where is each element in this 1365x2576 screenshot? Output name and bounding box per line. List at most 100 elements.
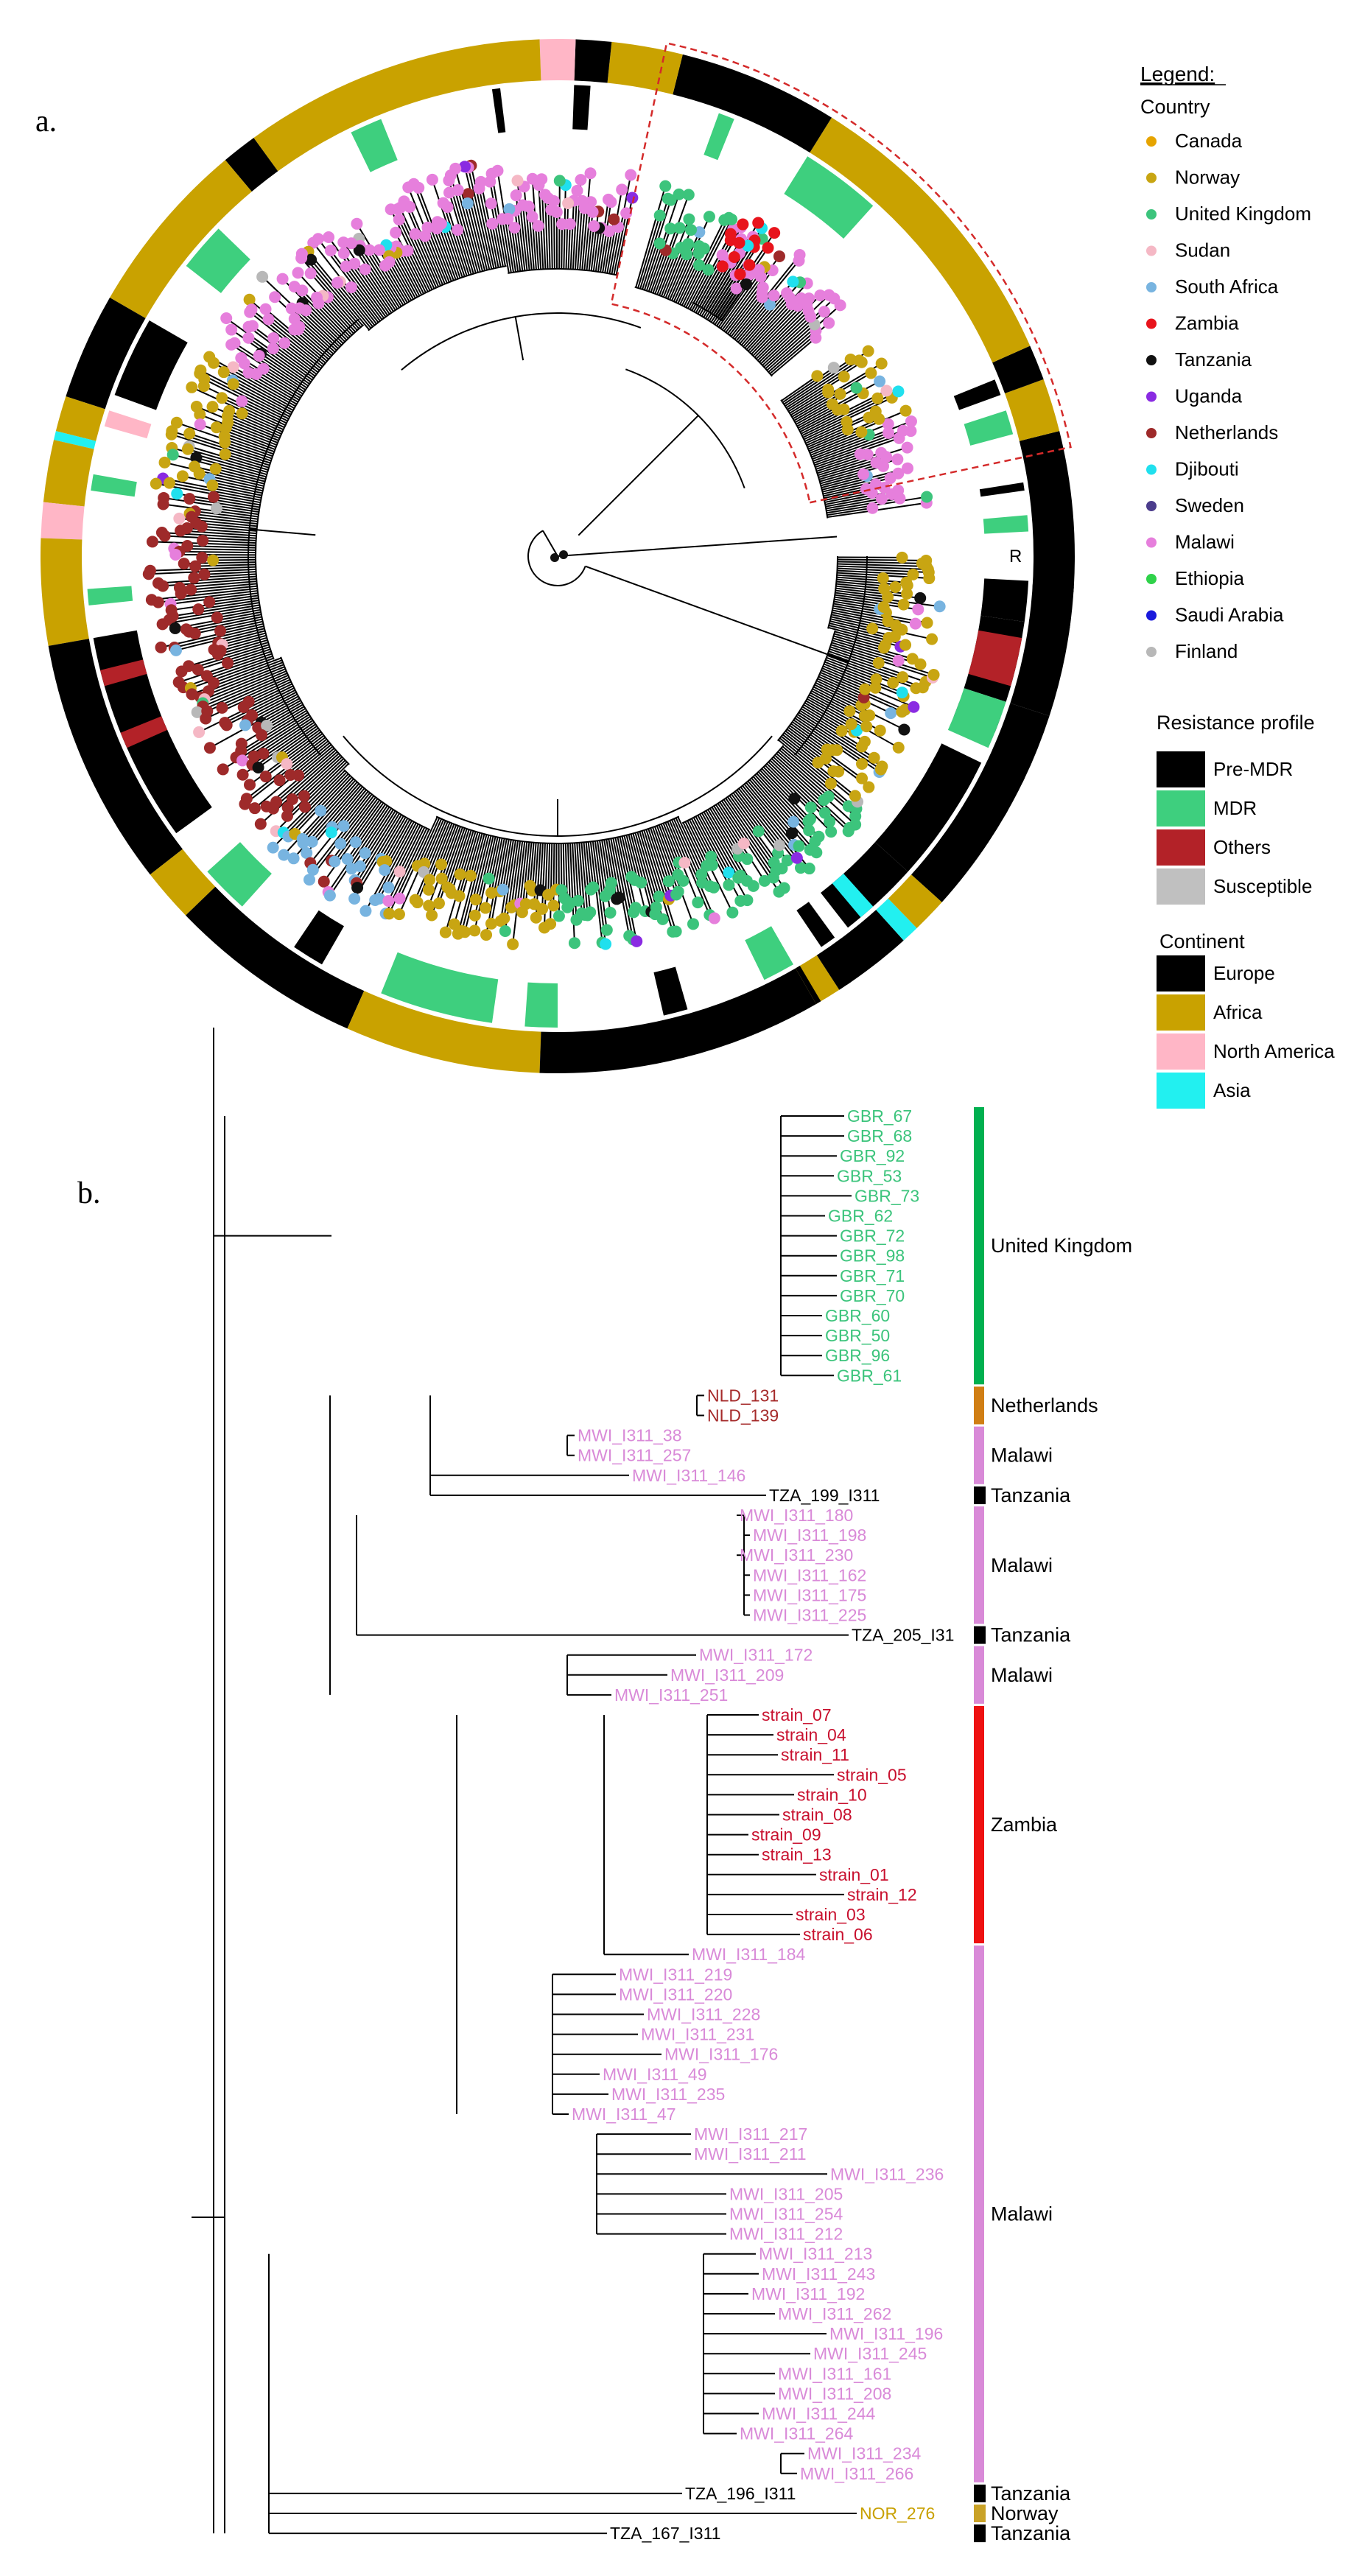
tip-point bbox=[616, 183, 628, 196]
tree-branch bbox=[683, 221, 728, 307]
tip-labels: GBR_67GBR_68GBR_92GBR_53GBR_73GBR_62GBR_… bbox=[572, 1106, 954, 2543]
tip-point bbox=[863, 709, 876, 722]
tip-point bbox=[871, 392, 884, 404]
clade-bar bbox=[974, 1646, 984, 1704]
tip-point bbox=[882, 418, 894, 430]
tip-point bbox=[825, 826, 838, 838]
tip-point bbox=[933, 600, 946, 613]
clade-label: Zambia bbox=[991, 1814, 1058, 1836]
tree-branch bbox=[192, 642, 269, 666]
tip-point bbox=[741, 853, 754, 866]
tree-branch bbox=[465, 835, 490, 928]
resistance-ring-mark bbox=[491, 88, 506, 133]
tip-point bbox=[920, 554, 933, 566]
tip-label: strain_12 bbox=[847, 1885, 917, 1904]
tree-branch bbox=[452, 829, 472, 889]
tree-branch bbox=[185, 585, 258, 594]
tree-branch bbox=[632, 833, 655, 910]
tip-point bbox=[225, 338, 238, 351]
tip-point bbox=[306, 835, 318, 848]
tree-branch bbox=[619, 836, 636, 904]
tip-point bbox=[340, 260, 352, 273]
tree-branch bbox=[401, 826, 424, 868]
tree-branch bbox=[721, 279, 759, 331]
continent-ring-segment bbox=[876, 898, 917, 941]
tip-point bbox=[315, 804, 327, 817]
tip-point bbox=[499, 925, 511, 938]
tip-point bbox=[912, 603, 924, 616]
tip-point bbox=[423, 899, 435, 912]
tip-point bbox=[831, 744, 843, 757]
tip-point bbox=[892, 467, 905, 480]
tip-point bbox=[907, 568, 919, 580]
tip-point bbox=[281, 758, 293, 771]
legend-continent-swatch bbox=[1157, 1073, 1205, 1109]
tip-label: MWI_I311_209 bbox=[670, 1666, 784, 1685]
tree-branch bbox=[832, 611, 892, 625]
tree-branch bbox=[190, 614, 262, 630]
tree-branch bbox=[588, 230, 594, 271]
tree-branch bbox=[635, 190, 665, 288]
resistance-ring-mark bbox=[207, 842, 272, 907]
tree-branch bbox=[603, 839, 611, 879]
tree-branch bbox=[212, 358, 296, 407]
tip-point bbox=[545, 203, 558, 216]
tree-arc bbox=[634, 286, 689, 310]
tip-point bbox=[219, 448, 231, 460]
tree-branch bbox=[730, 300, 760, 337]
tip-point bbox=[716, 249, 729, 262]
tree-branch bbox=[287, 345, 320, 371]
tip-point bbox=[795, 292, 807, 304]
tree-branch bbox=[738, 787, 799, 865]
tree-branch bbox=[169, 535, 256, 541]
tip-point bbox=[781, 854, 793, 867]
tip-point bbox=[788, 793, 801, 805]
tree-branch bbox=[818, 673, 899, 711]
continent-ring-segment bbox=[539, 968, 816, 1073]
tree-branch bbox=[491, 178, 510, 273]
tree-branch bbox=[499, 839, 510, 888]
tree-branch bbox=[460, 830, 474, 871]
tip-point bbox=[905, 415, 917, 427]
tip-label: strain_07 bbox=[762, 1705, 832, 1724]
tip-point bbox=[496, 883, 509, 896]
tip-point bbox=[858, 735, 871, 748]
tip-point bbox=[849, 790, 861, 802]
tree-branch bbox=[229, 455, 270, 468]
tip-point bbox=[685, 224, 698, 236]
tip-points bbox=[142, 159, 946, 950]
tip-label: MWI_I311_257 bbox=[578, 1446, 691, 1465]
legend-resistance-swatch bbox=[1157, 751, 1205, 787]
tree-branch bbox=[425, 819, 444, 860]
tree-branch bbox=[200, 522, 257, 530]
tree-branch bbox=[285, 729, 320, 756]
tree-branch bbox=[569, 205, 575, 270]
legend-country-label: United Kingdom bbox=[1175, 203, 1311, 225]
tree-arc bbox=[688, 308, 773, 377]
tip-point bbox=[874, 724, 886, 737]
tip-point bbox=[625, 169, 637, 181]
tree-branch bbox=[416, 237, 440, 287]
tip-point bbox=[728, 250, 740, 263]
tree-branch bbox=[648, 232, 670, 292]
tree-branch bbox=[612, 838, 634, 936]
continent-ring-segment bbox=[607, 41, 683, 95]
tip-label: MWI_I311_234 bbox=[807, 2444, 921, 2463]
tree-branch bbox=[684, 821, 706, 863]
tree-branch bbox=[207, 540, 256, 544]
tree-branch bbox=[637, 219, 659, 289]
tree-branch bbox=[790, 723, 824, 748]
tip-point bbox=[743, 269, 755, 281]
tree-branch bbox=[561, 228, 563, 270]
tip-point bbox=[844, 353, 857, 365]
tip-point bbox=[380, 855, 393, 868]
tree-branch bbox=[566, 843, 571, 899]
legend-country-label: Ethiopia bbox=[1175, 567, 1244, 589]
continent-ring-segment bbox=[796, 955, 840, 1004]
tree-branch bbox=[557, 536, 838, 557]
tree-branch bbox=[245, 414, 283, 433]
tree-branch bbox=[325, 298, 357, 333]
tree-branch bbox=[833, 603, 882, 613]
tree-branch bbox=[837, 558, 922, 561]
